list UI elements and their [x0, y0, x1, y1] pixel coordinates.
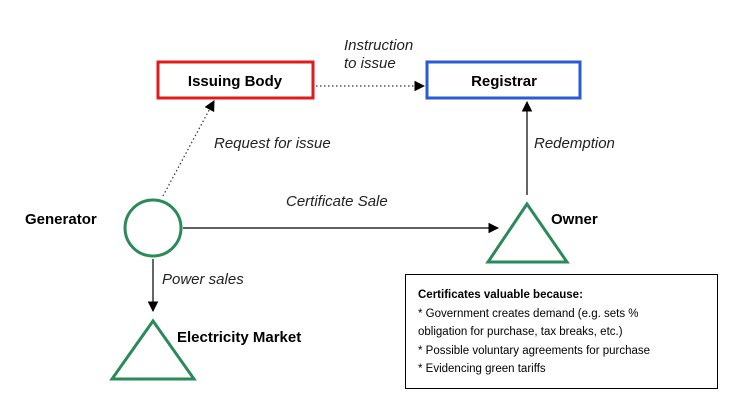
note-line: * Evidencing green tariffs	[418, 363, 546, 375]
issuing-body-box	[156, 60, 315, 100]
registrar-box	[425, 60, 582, 100]
issuing-body-label: Issuing Body	[188, 73, 283, 90]
owner-label: Owner	[551, 211, 598, 228]
request-arrow	[162, 100, 215, 197]
instruction-label-line2: to issue	[344, 55, 396, 72]
power-sales-edge: Power sales	[147, 259, 244, 313]
instruction-label-line1: Instruction	[344, 37, 413, 54]
note-line: obligation for purchase, tax breaks, etc…	[418, 326, 623, 338]
note-line: * Possible voluntary agreements for purc…	[418, 344, 651, 357]
registrar-node: Registrar	[425, 60, 582, 100]
power-sales-label: Power sales	[162, 271, 244, 288]
generator-label: Generator	[25, 211, 97, 228]
electricity-market-triangle	[109, 318, 197, 381]
certificates-note-box: Certificates valuable because: * Governm…	[405, 274, 718, 389]
request-edge: Request for issue	[162, 100, 331, 197]
note-line: * Government creates demand (e.g. sets %	[418, 307, 639, 320]
redemption-label: Redemption	[534, 135, 615, 152]
generator-node: Generator	[25, 198, 183, 258]
certificate-sale-label: Certificate Sale	[286, 193, 388, 210]
electricity-market-label: Electricity Market	[177, 329, 301, 346]
note-title: Certificates valuable because:	[418, 289, 583, 301]
instruction-edge: Instruction to issue	[316, 37, 426, 92]
request-label: Request for issue	[214, 135, 331, 152]
issuing-body-node: Issuing Body	[156, 60, 315, 100]
generator-circle	[123, 198, 183, 258]
electricity-market-node: Electricity Market	[109, 318, 301, 381]
registrar-label: Registrar	[471, 73, 537, 90]
certificate-sale-edge: Certificate Sale	[183, 193, 500, 234]
owner-triangle	[485, 201, 570, 264]
redemption-edge: Redemption	[521, 100, 615, 195]
owner-node: Owner	[485, 201, 598, 264]
